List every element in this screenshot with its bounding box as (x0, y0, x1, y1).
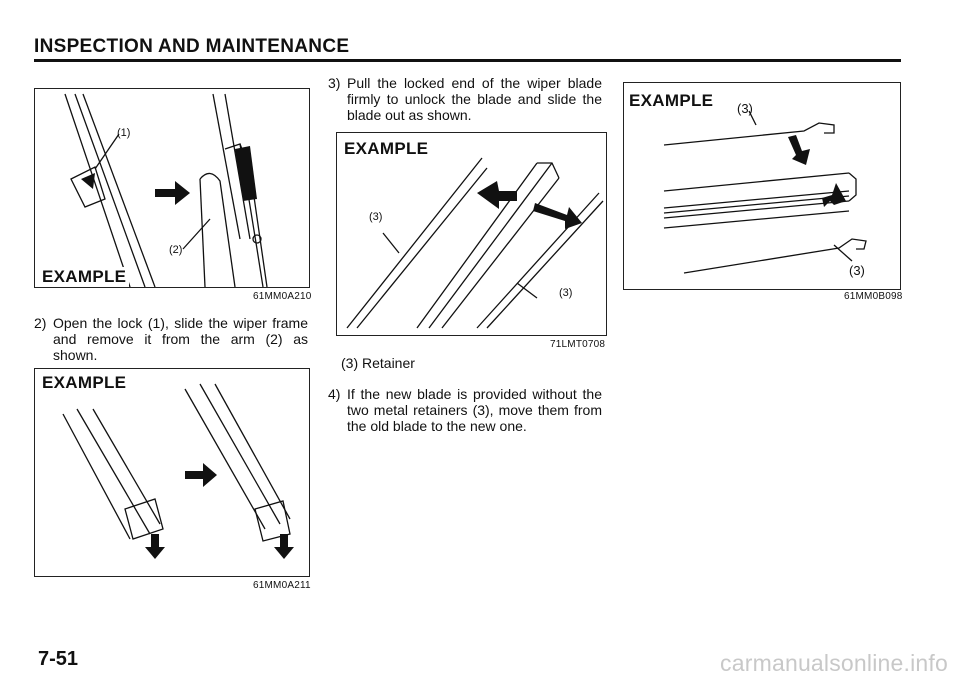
figure-lock-release: (1) (2) EXAMPLE (34, 88, 310, 288)
example-label: EXAMPLE (626, 91, 717, 111)
step-3: 3) Pull the locked end of the wiper blad… (328, 75, 602, 123)
figure-code: 61MM0B098 (844, 291, 903, 302)
step-number: 2) (34, 315, 47, 331)
example-label: EXAMPLE (39, 267, 130, 287)
step-text: Pull the locked end of the wiper blade f… (347, 75, 602, 123)
example-label: EXAMPLE (341, 139, 432, 159)
example-label: EXAMPLE (39, 373, 130, 393)
figure-move-retainers: EXAMPLE (3) (3) (623, 82, 901, 290)
callout-1: (1) (117, 127, 131, 139)
callout-2: (2) (169, 244, 183, 256)
retainer-transfer-illustration (663, 110, 867, 274)
section-title: INSPECTION AND MAINTENANCE (34, 36, 350, 57)
callout-3: (3) (849, 263, 865, 278)
callout-3: (3) (559, 287, 573, 299)
wiper-frame-slide-illustration (62, 383, 294, 559)
wiper-arm-lock-illustration (64, 93, 268, 287)
step-text: Open the lock (1), slide the wiper frame… (53, 315, 308, 363)
figure-unlock-blade: EXAMPLE (3) (3) (336, 132, 607, 336)
step-4: 4) If the new blade is provided without … (328, 386, 602, 434)
callout-3: (3) (369, 211, 383, 223)
step-number: 3) (328, 75, 341, 91)
step-text: If the new blade is provided without the… (347, 386, 602, 434)
header-rule (34, 59, 901, 62)
figure-code: 61MM0A210 (253, 291, 312, 302)
wiper-blade-unlock-illustration (346, 157, 604, 329)
figure-slide-frame: EXAMPLE (34, 368, 310, 577)
callout-3: (3) (737, 101, 753, 116)
step-2: 2) Open the lock (1), slide the wiper fr… (34, 315, 308, 363)
step-number: 4) (328, 386, 341, 402)
figure-code: 71LMT0708 (550, 339, 606, 350)
retainer-caption: (3) Retainer (341, 355, 415, 371)
watermark: carmanualsonline.info (720, 650, 948, 676)
figure-code: 61MM0A211 (253, 580, 311, 591)
page-number: 7-51 (38, 648, 79, 670)
